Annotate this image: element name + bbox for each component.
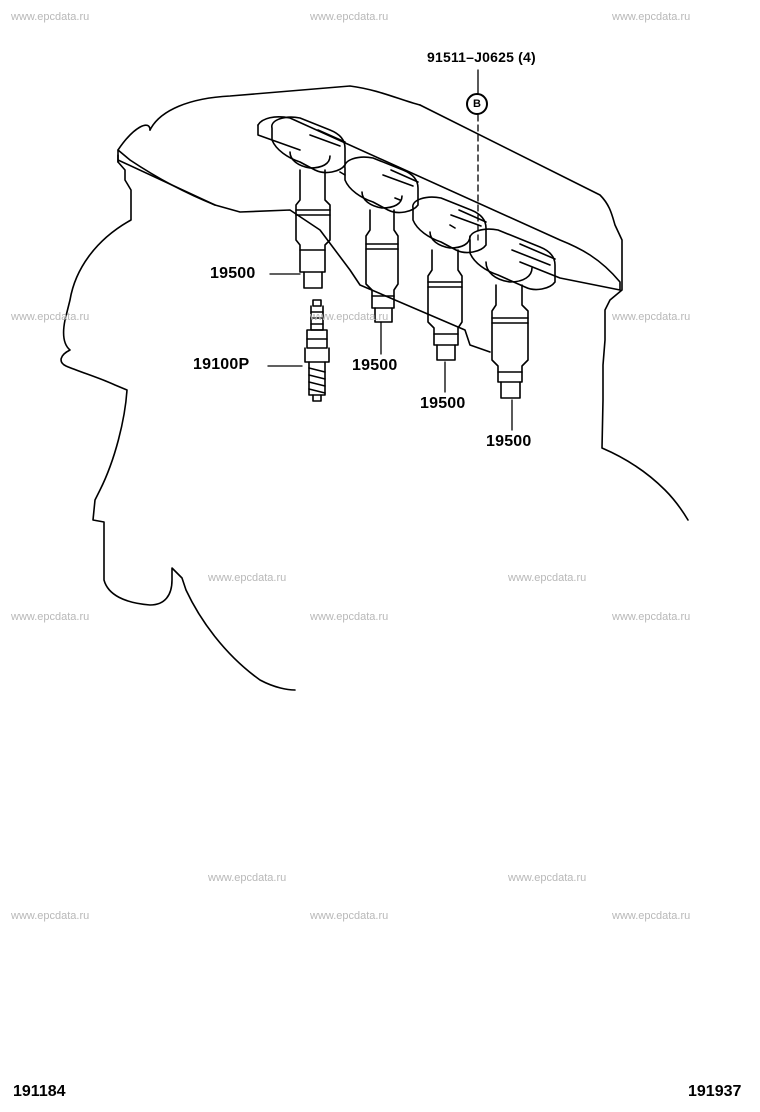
part-label-coil-3: 19500	[420, 395, 466, 412]
part-label-spark-plug: 19100P	[193, 356, 250, 373]
watermark: www.epcdata.ru	[11, 311, 90, 323]
engine-outline	[60, 85, 421, 691]
watermark: www.epcdata.ru	[612, 611, 691, 623]
part-label-coil-2: 19500	[352, 357, 398, 374]
ignition-coil-4	[469, 228, 556, 399]
engine-top-edge	[117, 124, 216, 206]
valve-cover-top	[257, 116, 621, 291]
watermark: www.epcdata.ru	[508, 572, 587, 584]
watermark: www.epcdata.ru	[310, 311, 389, 323]
valve-cover-bottom	[257, 124, 621, 291]
engine-head-edge	[117, 154, 491, 353]
watermark: www.epcdata.ru	[11, 611, 90, 623]
watermark: www.epcdata.ru	[208, 572, 287, 584]
watermark: www.epcdata.ru	[310, 11, 389, 23]
watermark: www.epcdata.ru	[208, 872, 287, 884]
reference-marker-b: B	[466, 93, 488, 115]
watermark: www.epcdata.ru	[11, 11, 90, 23]
leader-lines	[267, 69, 513, 431]
watermark: www.epcdata.ru	[11, 910, 90, 922]
watermark: www.epcdata.ru	[310, 910, 389, 922]
ignition-coil-1	[271, 116, 346, 289]
watermark: www.epcdata.ru	[508, 872, 587, 884]
ignition-coil-3	[412, 196, 487, 361]
engine-right-side	[419, 104, 689, 521]
part-label-coil-1: 19500	[210, 265, 256, 282]
ignition-coil-2	[344, 156, 419, 323]
spark-plug	[304, 299, 330, 402]
watermark: www.epcdata.ru	[310, 611, 389, 623]
part-label-coil-4: 19500	[486, 433, 532, 450]
part-label-bolt: 91511–J0625 (4)	[427, 49, 536, 65]
footer-code-left: 191184	[13, 1083, 66, 1100]
watermark: www.epcdata.ru	[612, 311, 691, 323]
watermark: www.epcdata.ru	[612, 910, 691, 922]
watermark: www.epcdata.ru	[612, 11, 691, 23]
footer-code-right: 191937	[688, 1083, 742, 1100]
